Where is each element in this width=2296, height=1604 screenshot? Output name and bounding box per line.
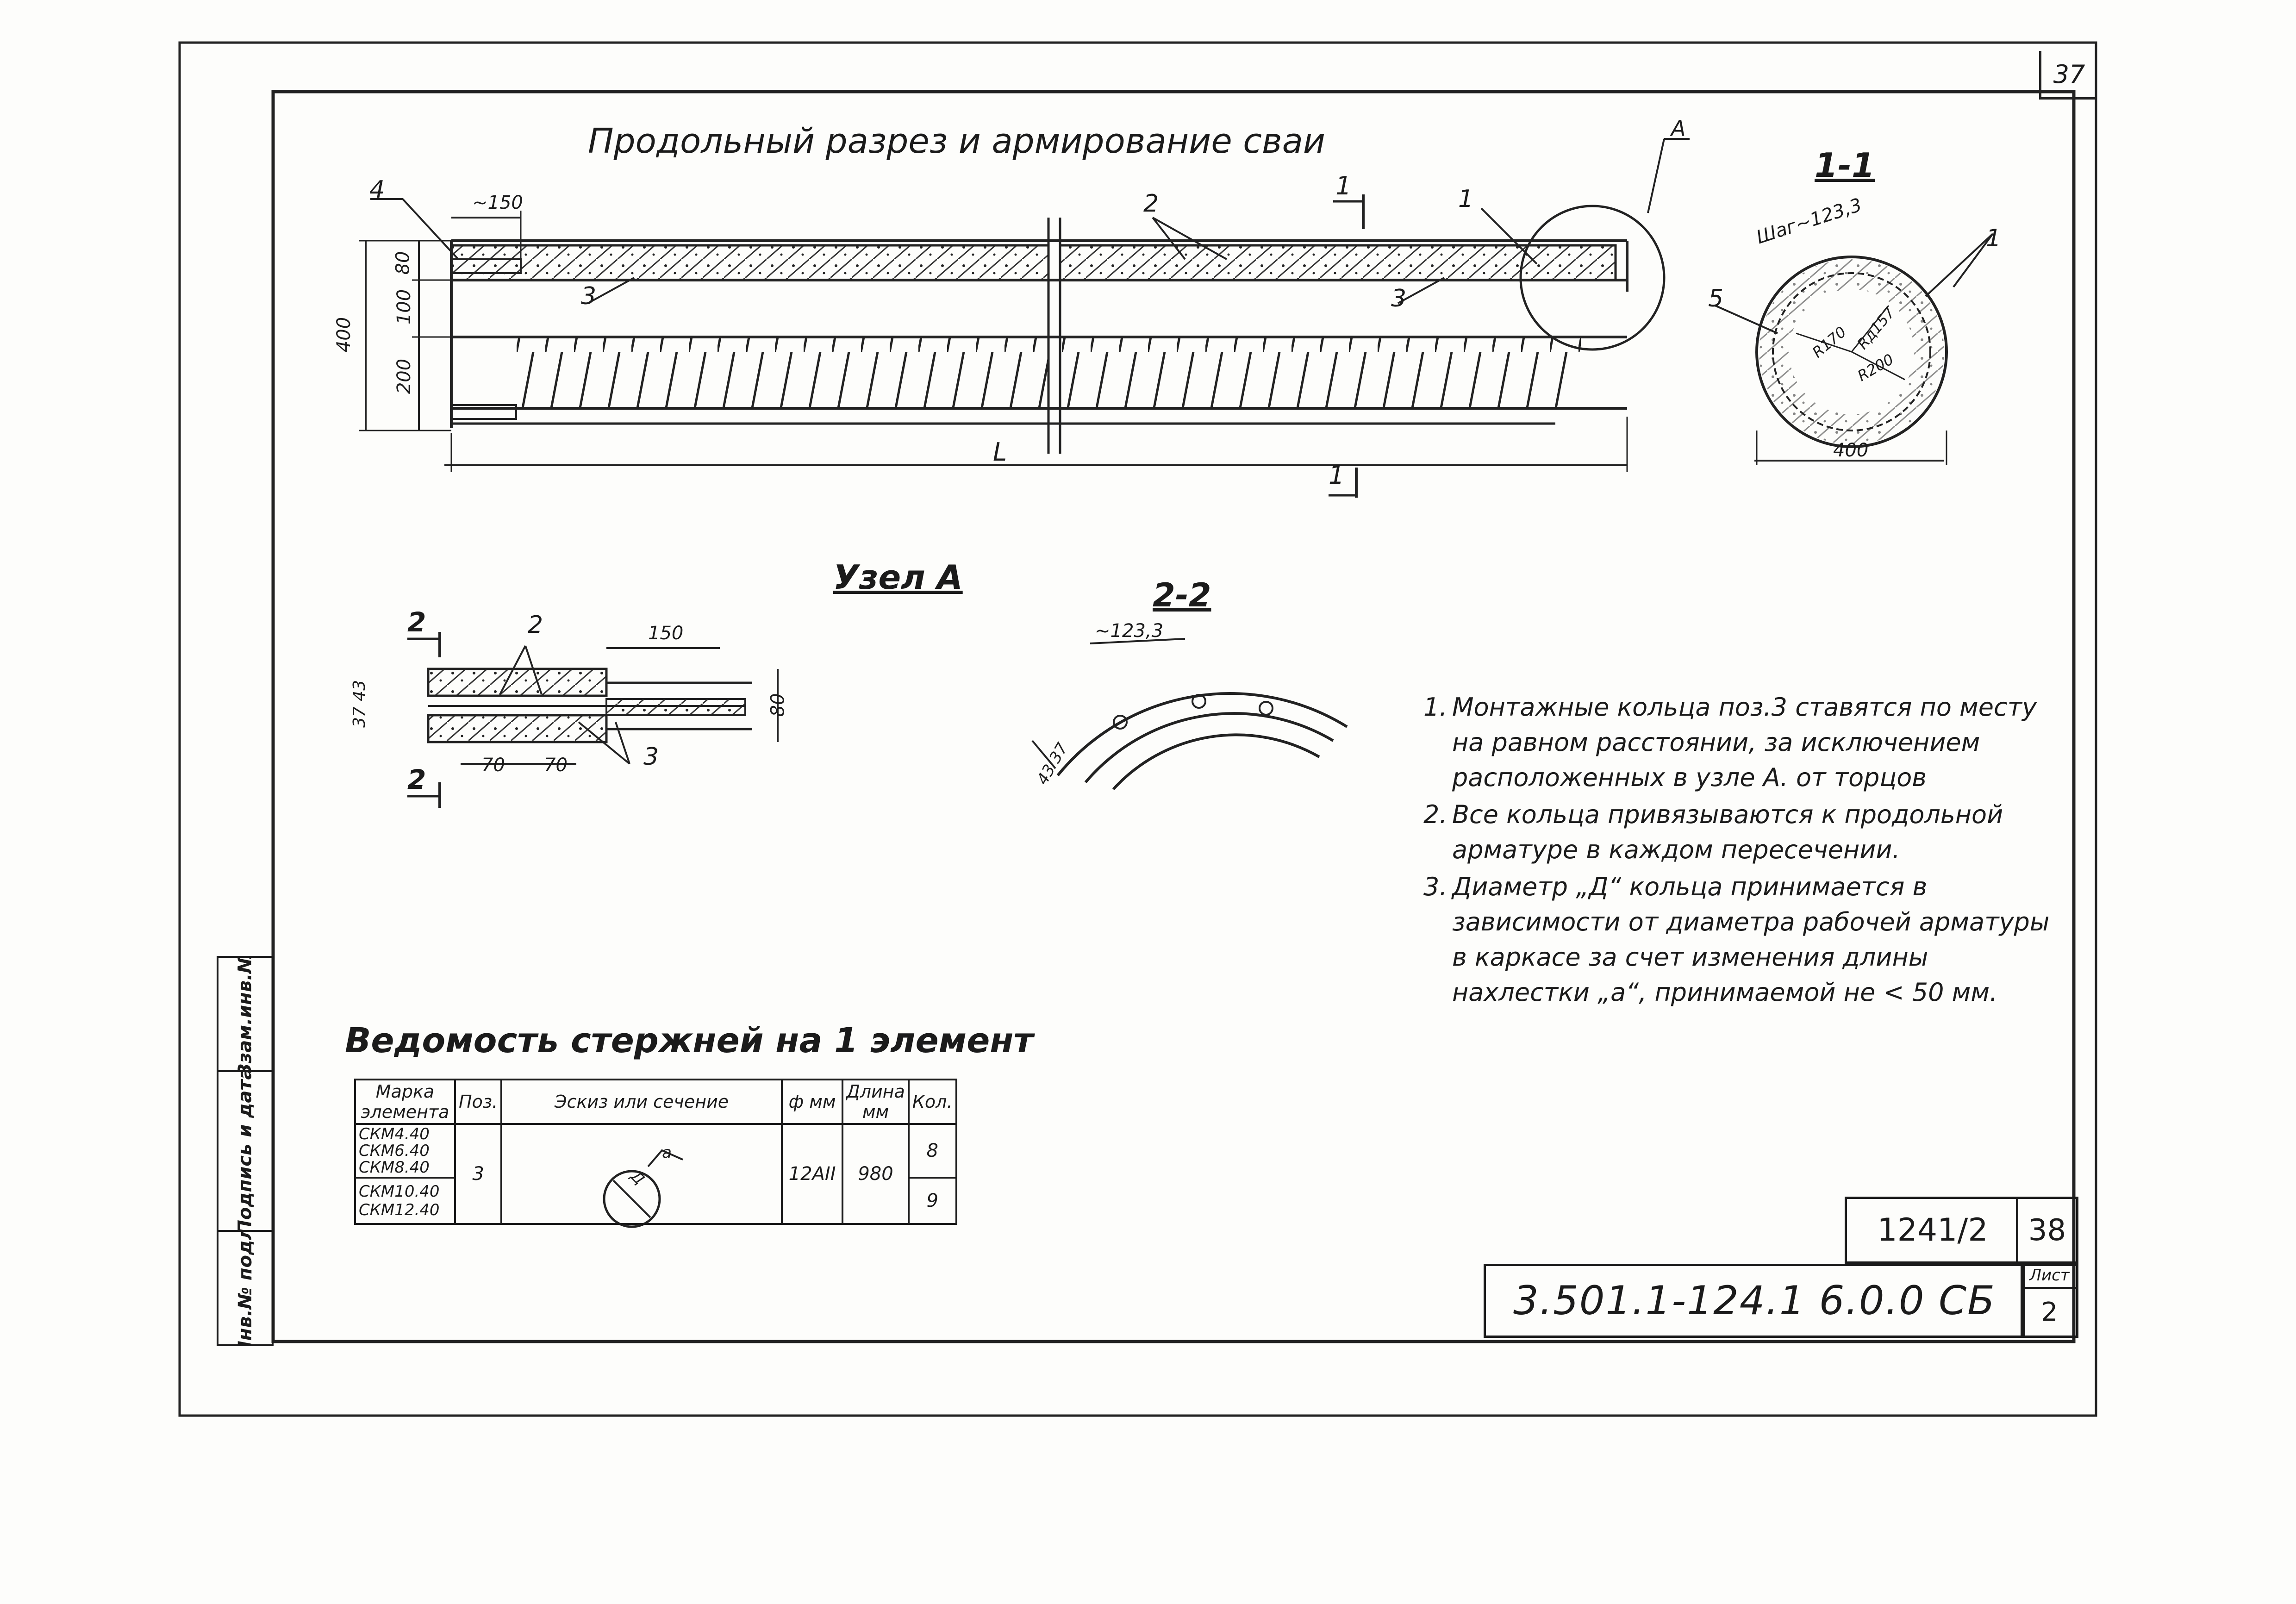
header-mark: Марка элемента (354, 1079, 456, 1125)
main-drawing-title: Продольный разрез и армирование сваи (588, 121, 1326, 161)
node-cut-2-top: 2 (407, 606, 426, 638)
dim-150: ~150 (472, 192, 523, 213)
node-cut-2-bottom: 2 (407, 764, 426, 795)
side-stamp-text: Подпись и дата (234, 1072, 256, 1232)
node-a-title: Узел А (833, 558, 963, 597)
spec-table: Марка элемента Поз. Эскиз или сечение ф … (354, 1079, 957, 1225)
cut-mark-bottom: 1 (1329, 461, 1345, 490)
note-text: Все кольца привязываются к продольной ар… (1452, 800, 2003, 864)
sketch-a-label: а (662, 1143, 672, 1162)
node-pos-2-label: 2 (528, 611, 543, 639)
header-pos: Поз. (454, 1079, 503, 1125)
sheet-corner-number: 37 (2039, 51, 2097, 100)
note-text: Монтажные кольца поз.3 ставятся по месту… (1452, 693, 2037, 792)
document-designation: 3.501.1-124.1 6.0.0 СБ (1484, 1264, 2025, 1338)
side-stamp-cell: Подпись и дата (218, 1072, 272, 1232)
length-label: L (993, 437, 1007, 467)
note-item: 2. Все кольца привязываются к продольной… (1423, 797, 2067, 868)
pos-5-label: 5 (1708, 285, 1724, 312)
header-diam: ф мм (781, 1079, 844, 1125)
side-stamp-text: Взам.инв.№ (234, 958, 256, 1073)
section-1-1-title: 1-1 (1815, 146, 1875, 185)
marks-group-1: СКМ4.40 СКМ6.40 СКМ8.40 (354, 1123, 456, 1179)
note-number: 1. (1423, 693, 1447, 722)
note-number: 2. (1423, 800, 1447, 829)
section-2-2-drawing (1031, 638, 1348, 791)
sheet-label: Лист (2023, 1266, 2076, 1289)
pos-4-label: 4 (369, 176, 385, 204)
side-stamp-cell: Взам.инв.№ (218, 958, 272, 1073)
pile-longitudinal-section (359, 138, 1690, 498)
side-stamp-text: Инв.№ подл. (234, 1231, 256, 1344)
section-1-1-drawing (1715, 233, 1994, 465)
table-header-row: Марка элемента Поз. Эскиз или сечение ф … (354, 1079, 957, 1125)
qty-cell: 8 (907, 1123, 957, 1179)
side-stamp: Взам.инв.№ Подпись и дата Инв.№ подл. (217, 956, 274, 1346)
s22-step-label: ~123,3 (1095, 620, 1164, 642)
mark-item: СКМ10.40 (359, 1182, 440, 1201)
album-code: 1241/2 (1845, 1197, 2018, 1264)
header-length: Длина мм (842, 1079, 910, 1125)
page-number: 38 (2016, 1197, 2078, 1264)
sketch-d-label: Д (627, 1167, 648, 1188)
node-dim-70a: 70 (481, 755, 505, 776)
sketch-cell: а Д (500, 1123, 783, 1225)
note-text: Диаметр „Д“ кольца принимается в зависим… (1452, 872, 2050, 1007)
spec-table-title: Ведомость стержней на 1 элемент (345, 1021, 1034, 1061)
pos-2-label: 2 (1143, 190, 1159, 218)
mark-item: СКМ8.40 (359, 1158, 430, 1177)
section-2-2-title: 2-2 (1153, 576, 1211, 614)
diam-cell: 12АII (781, 1123, 844, 1225)
sec-pos-1-label: 1 (1986, 225, 2002, 252)
dim-100: 100 (393, 289, 415, 325)
note-item: 3. Диаметр „Д“ кольца принимается в зави… (1423, 869, 2067, 1010)
mark-item: СКМ6.40 (359, 1142, 430, 1160)
sec-400-label: 400 (1833, 440, 1869, 461)
header-qty: Кол. (907, 1079, 957, 1125)
node-dim-37-43: 37 43 (350, 680, 369, 728)
node-a-label: А (1671, 116, 1686, 141)
dim-80: 80 (392, 251, 414, 275)
node-dim-80: 80 (767, 693, 789, 717)
mark-item: СКМ12.40 (359, 1201, 440, 1219)
node-a-drawing (407, 632, 779, 808)
sheet-number: 2 (2041, 1297, 2058, 1327)
pos-1-label: 1 (1458, 185, 1474, 213)
sheet-box: Лист 2 (2021, 1264, 2078, 1338)
marks-group-2: СКМ10.40 СКМ12.40 (354, 1177, 456, 1225)
pos-3-label: 3 (581, 282, 597, 310)
note-item: 1. Монтажные кольца поз.3 ставятся по ме… (1423, 690, 2067, 795)
table-row: СКМ10.40 СКМ12.40 9 (354, 1177, 957, 1225)
note-number: 3. (1423, 872, 1447, 901)
table-row: СКМ4.40 СКМ6.40 СКМ8.40 3 а Д 12АII 980 … (354, 1123, 957, 1225)
header-sketch: Эскиз или сечение (500, 1079, 783, 1125)
pos-cell: 3 (454, 1123, 503, 1225)
qty-cell: 9 (907, 1177, 957, 1225)
side-stamp-cell: Инв.№ подл. (218, 1232, 272, 1344)
length-cell: 980 (842, 1123, 910, 1225)
outer-frame (178, 41, 2097, 1417)
dim-200: 200 (393, 358, 415, 394)
node-dim-70b: 70 (544, 755, 568, 776)
inner-frame (271, 90, 2076, 1343)
mark-item: СКМ4.40 (359, 1125, 430, 1143)
cut-mark-top: 1 (1335, 171, 1352, 200)
dim-400: 400 (333, 317, 355, 353)
pos-3-label-right: 3 (1391, 285, 1407, 312)
node-dim-150: 150 (648, 623, 684, 644)
notes-block: 1. Монтажные кольца поз.3 ставятся по ме… (1423, 690, 2067, 1012)
node-pos-3-label: 3 (643, 743, 659, 771)
